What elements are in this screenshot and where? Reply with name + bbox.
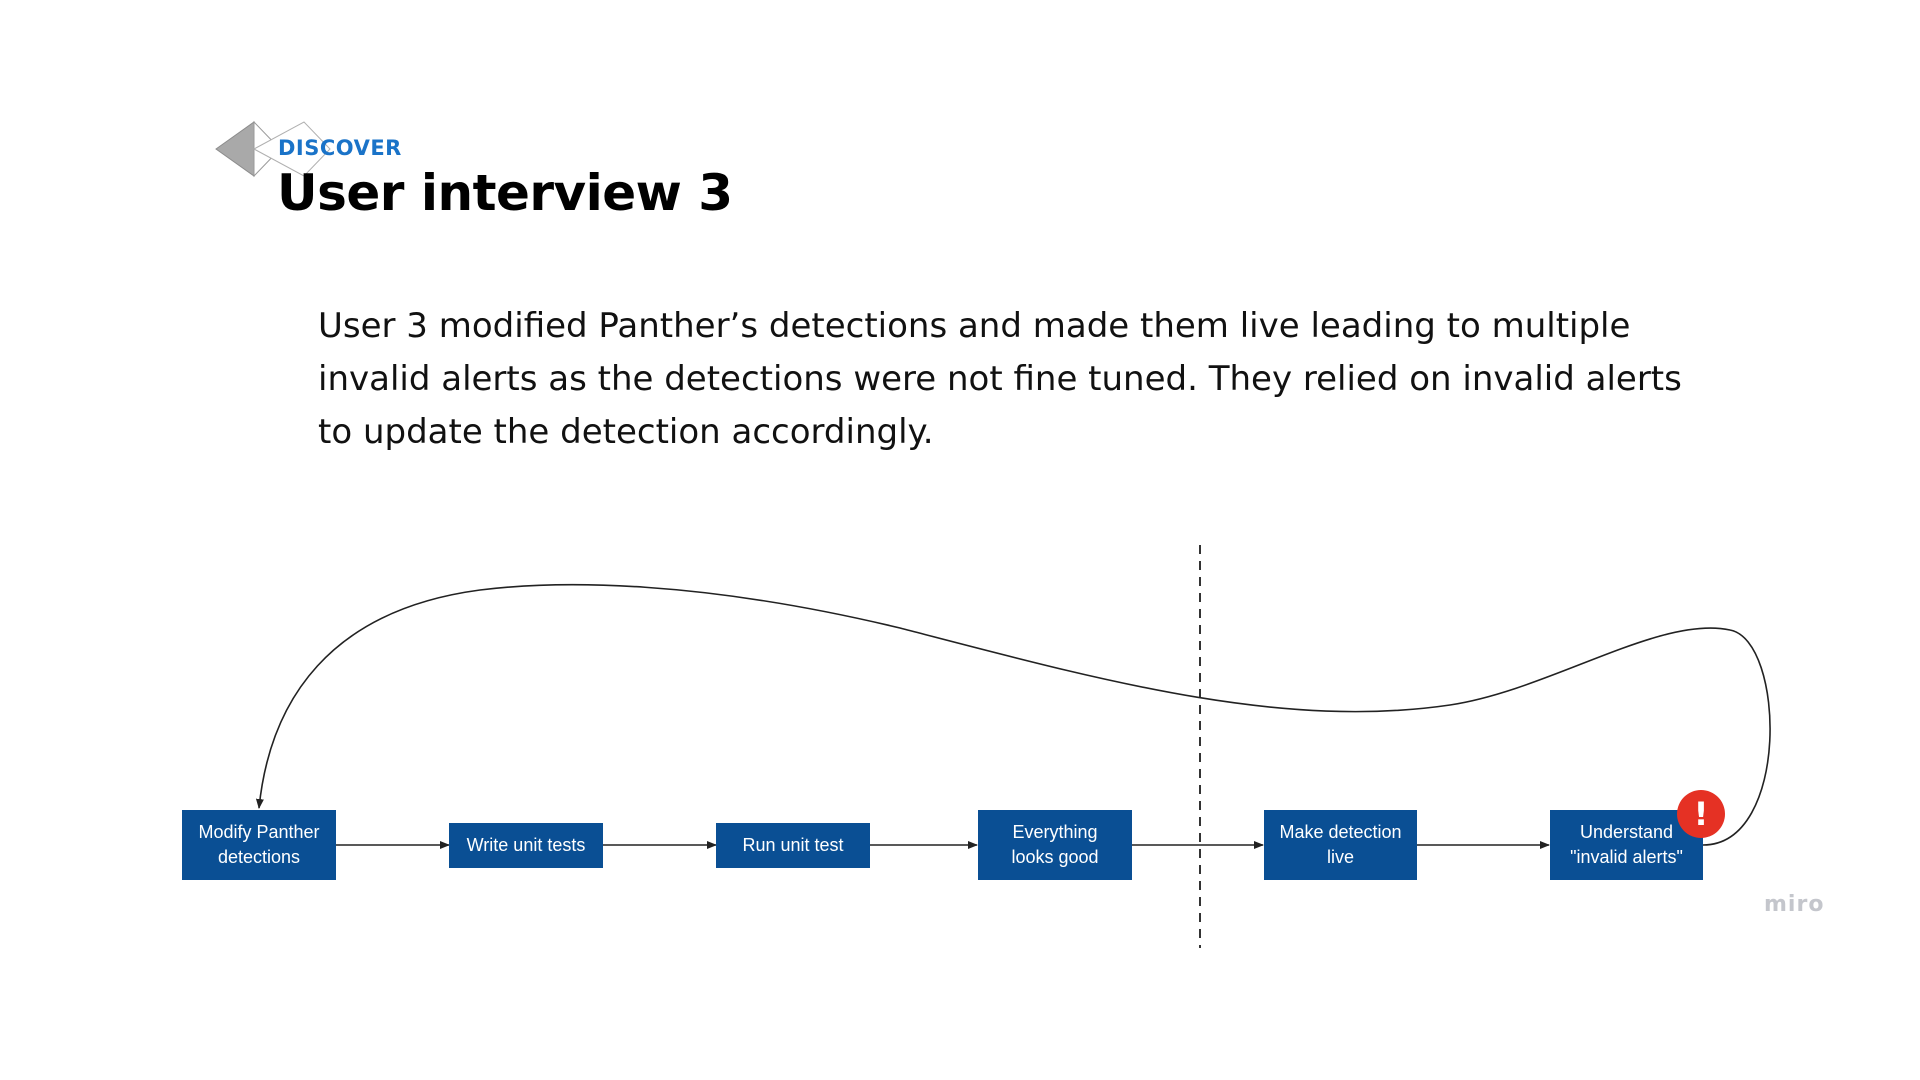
step-modify-detections: Modify Panther detections: [182, 810, 336, 880]
step-everything-looks-good: Everything looks good: [978, 810, 1132, 880]
step-run-unit-test: Run unit test: [716, 823, 870, 868]
exclamation-icon: !: [1677, 790, 1725, 838]
miro-watermark: miro: [1764, 892, 1825, 917]
step-make-detection-live: Make detection live: [1264, 810, 1417, 880]
feedback-loop-arrow: [255, 583, 1771, 846]
summary-paragraph: User 3 modified Panther’s detections and…: [318, 306, 1682, 452]
step-write-unit-tests: Write unit tests: [449, 823, 603, 868]
diamond-logo-icon: [215, 120, 331, 178]
page-title: User interview 3: [277, 164, 733, 222]
section-label: DISCOVER: [278, 136, 402, 160]
